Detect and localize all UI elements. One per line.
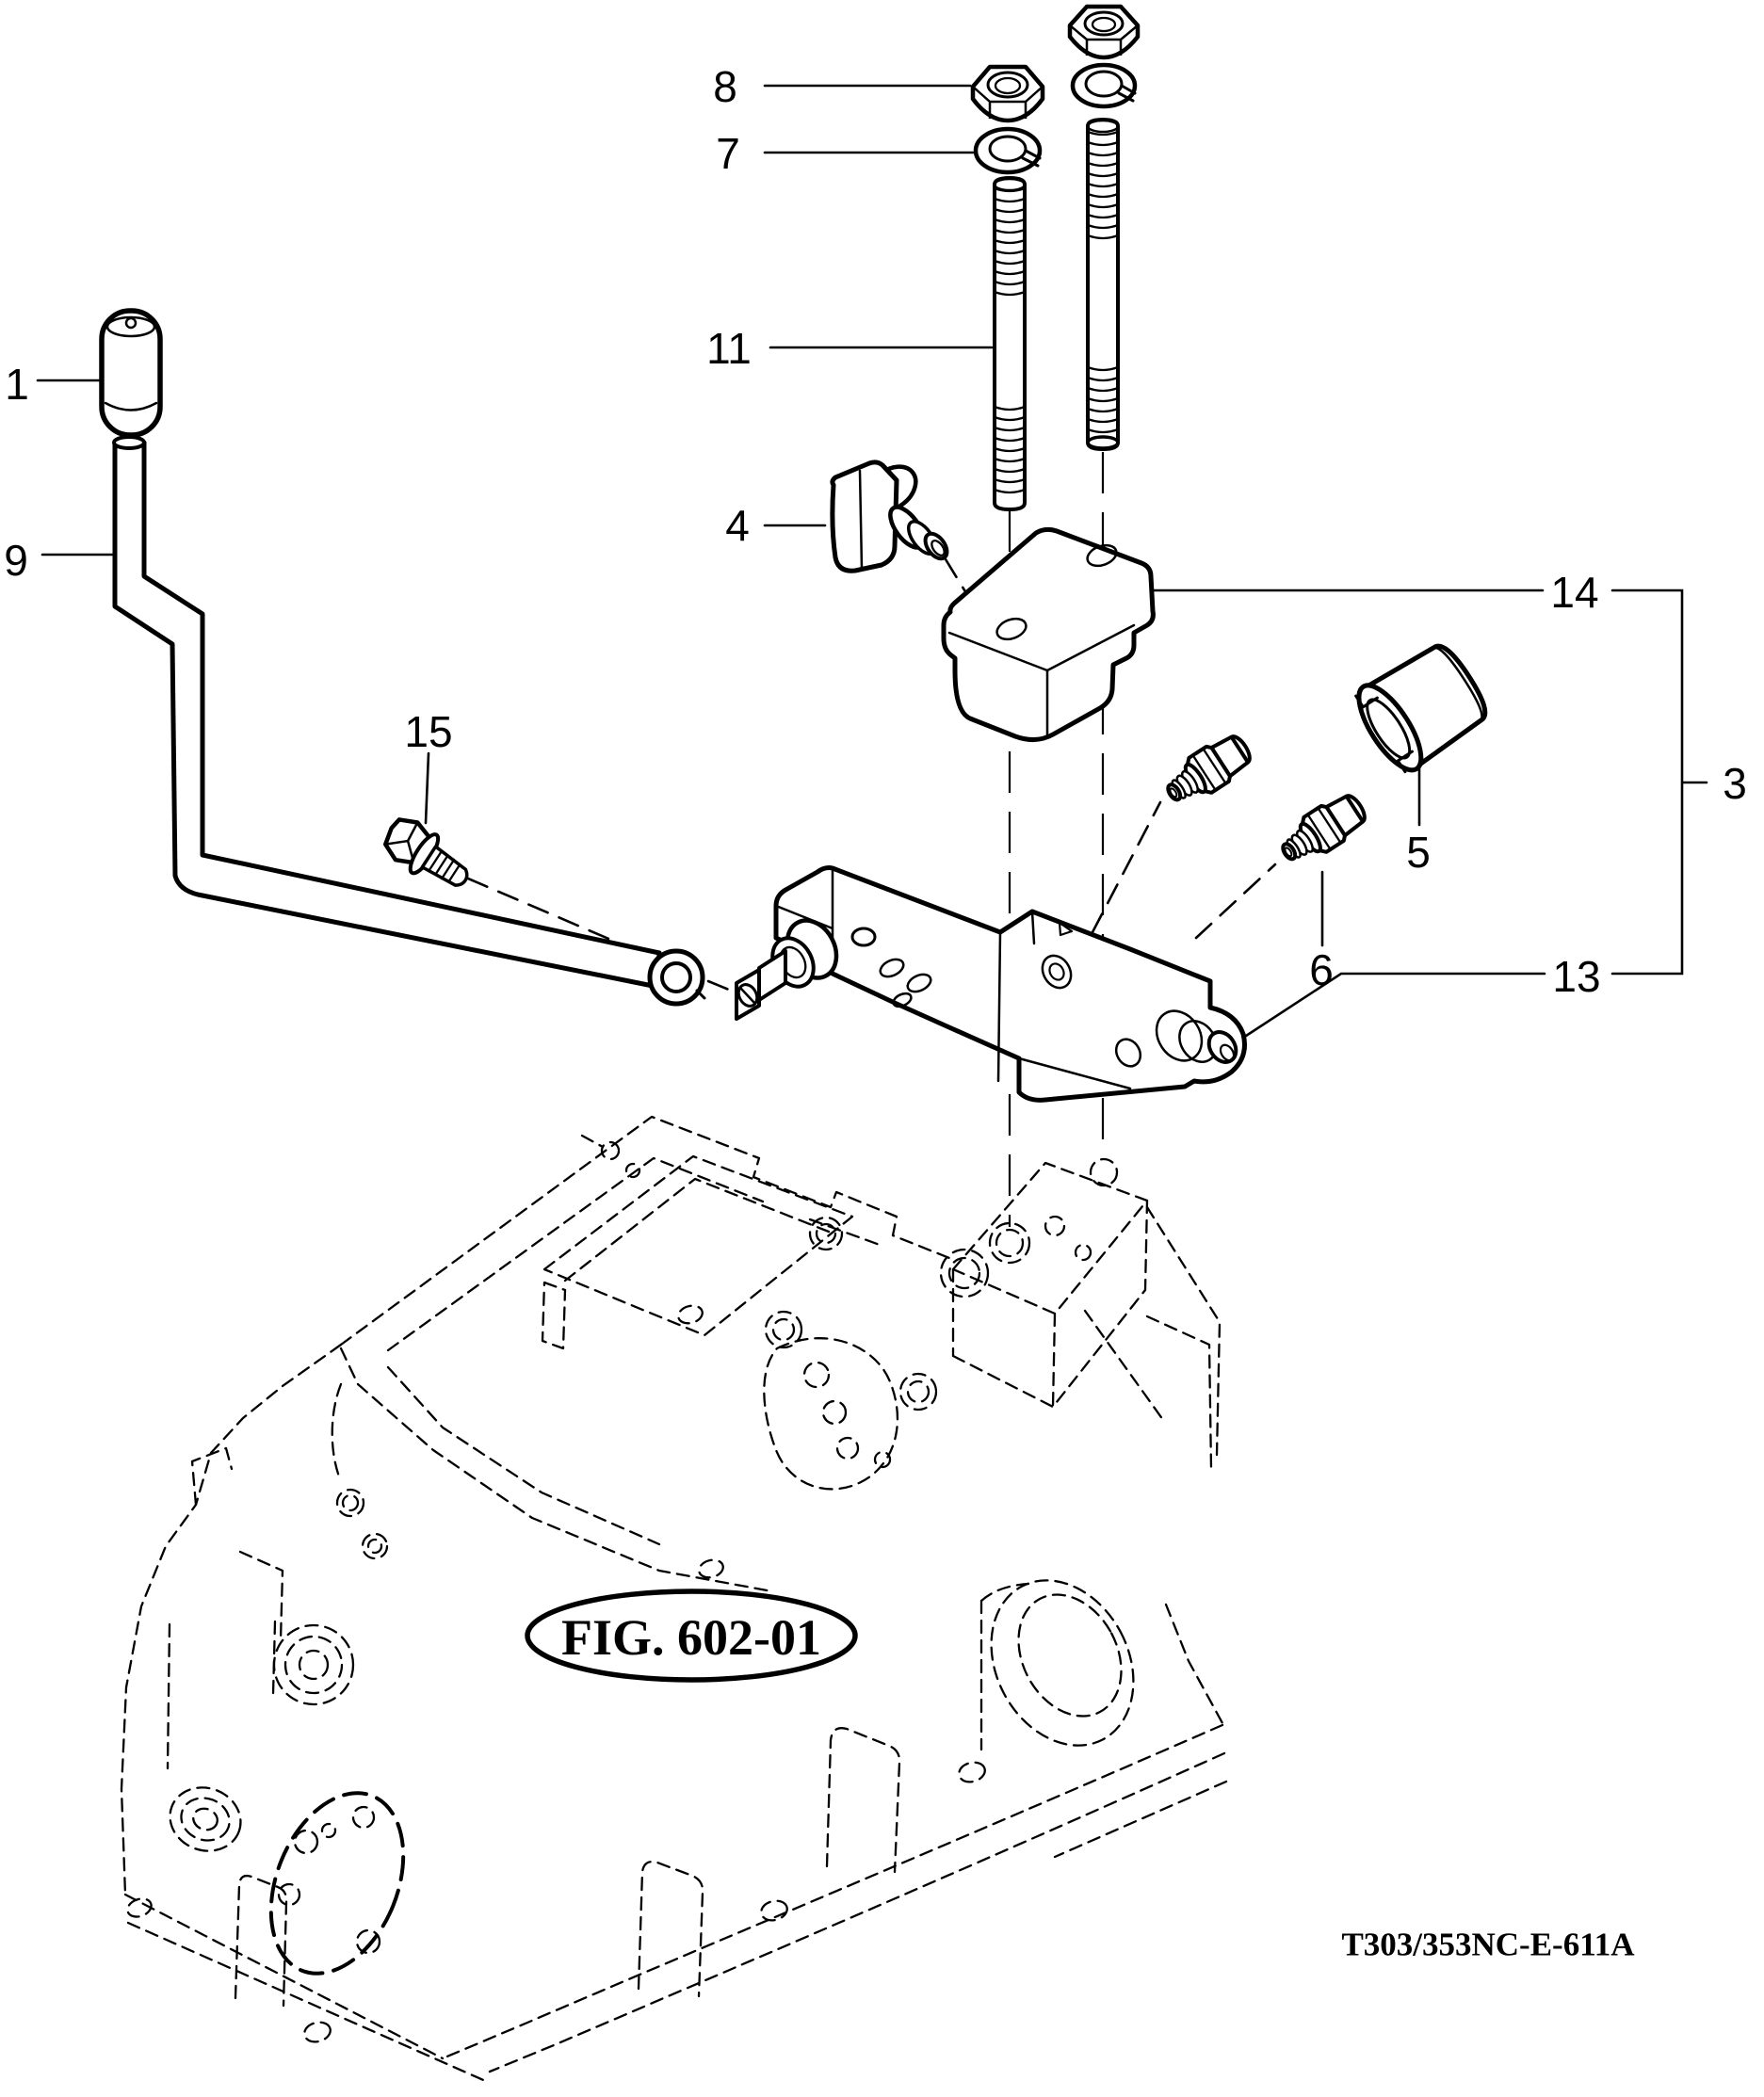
housing-hidden-outline	[120, 1115, 1228, 2085]
cover-outline	[941, 526, 1156, 742]
cap-open-end	[1356, 683, 1424, 773]
nipple-fitting-upper	[1166, 734, 1252, 802]
valve-port	[892, 992, 913, 1008]
leader-lines	[36, 84, 1708, 1040]
bracket-3	[1610, 589, 1708, 976]
callout-14-label: 14	[1550, 568, 1598, 617]
valve-lower-hole	[1114, 1038, 1142, 1068]
bolt-part	[382, 817, 469, 887]
valve-nose-ring	[1155, 1009, 1204, 1062]
valve-port	[879, 958, 905, 978]
knob-top-hole	[124, 316, 138, 330]
leader-13	[1241, 972, 1546, 1040]
housing-plate-front-edge	[339, 1347, 774, 1593]
housing-plate-front-inner	[386, 1365, 661, 1546]
spool-set-screw	[850, 927, 877, 947]
housing-small-plate	[541, 1281, 567, 1350]
callout-labels: 1 9 15 8 7 11 4 14 3 13 5 6	[4, 62, 1747, 1001]
lever-eye-inner	[660, 961, 692, 993]
housing-foot-tab	[825, 1727, 901, 1874]
cover-face-edges	[947, 623, 1136, 736]
lever-eye-notch	[695, 989, 706, 1000]
knob-shoulder	[104, 401, 158, 411]
housing-center-boss-step	[563, 1177, 831, 1282]
elbow-tip	[923, 531, 949, 561]
figure-title: FIG. 602-01	[561, 1609, 821, 1666]
callout-15-label: 15	[404, 707, 452, 756]
figure-badge: FIG. 602-01	[525, 1589, 858, 1683]
connection-dashes	[466, 557, 1277, 996]
valve-face-edges	[774, 866, 1132, 1090]
housing-inner-mechanism	[763, 1337, 898, 1491]
cap-bore	[1366, 698, 1412, 760]
housing-left-port	[169, 1786, 242, 1852]
figure-badge-ellipse	[525, 1589, 858, 1683]
elbow-body	[830, 460, 899, 573]
callout-1-label: 1	[5, 360, 29, 409]
mounting-pad	[939, 1157, 1149, 1409]
housing-top-plate-outer	[339, 1115, 951, 1347]
elbow-fitting-part	[830, 460, 949, 573]
callout-5-label: 5	[1406, 828, 1431, 877]
washer-right	[1070, 62, 1138, 109]
valve-front-hole	[1041, 954, 1073, 990]
leader-15	[424, 751, 430, 825]
stud-left	[993, 175, 1027, 512]
housing-bottom-flange	[441, 1723, 1224, 2060]
housing-top-plate-right	[1145, 1315, 1213, 1471]
callout-11-label: 11	[706, 324, 752, 373]
lever-part	[112, 435, 706, 1007]
housing-front-face-opening	[268, 1791, 406, 1976]
housing-left-nub	[190, 1446, 234, 1507]
knob-part	[99, 308, 163, 438]
housing-center-boss	[542, 1154, 854, 1337]
bolt-shank	[420, 845, 469, 887]
valve-body-outline	[773, 865, 1247, 1103]
lever-rod-top	[112, 435, 146, 450]
nipple-fitting-part6	[1281, 794, 1367, 862]
cover-part	[941, 526, 1156, 742]
figure-code: T303/353NC-E-611A	[1341, 1927, 1635, 1963]
housing-right-bore	[990, 1579, 1135, 1747]
nut-right	[1067, 4, 1141, 60]
callout-13-label: 13	[1552, 952, 1600, 1001]
knob-body	[99, 308, 163, 438]
housing-left-boss	[272, 1623, 355, 1706]
cover-hole	[995, 617, 1028, 641]
housing-top-plate-inner	[386, 1156, 882, 1352]
cap-part	[1354, 643, 1488, 774]
callout-7-label: 7	[716, 129, 740, 178]
callout-3-label: 3	[1723, 759, 1747, 808]
nut-left	[970, 64, 1045, 123]
callout-8-label: 8	[713, 62, 737, 111]
callout-4-label: 4	[725, 501, 750, 550]
housing-foot-tab	[234, 1874, 288, 2008]
housing-left-silhouette	[120, 1343, 343, 1896]
valve-body-part	[735, 865, 1247, 1103]
spool-shaft	[757, 949, 787, 1002]
stud-right	[1086, 117, 1120, 452]
callout-9-label: 9	[4, 536, 28, 585]
valve-port	[906, 973, 932, 993]
cover-hole	[1086, 543, 1118, 568]
lever-rod	[112, 440, 662, 990]
callout-6-label: 6	[1309, 945, 1334, 994]
housing-pad-arm	[1083, 1205, 1222, 1457]
housing-foot-tab	[637, 1860, 704, 1998]
washer-left	[973, 126, 1043, 175]
bolt-threads	[427, 849, 461, 883]
cap-slot-tab	[1354, 694, 1414, 774]
valve-triangle-mark	[1058, 921, 1074, 937]
spool-tip-slot	[739, 987, 756, 1005]
